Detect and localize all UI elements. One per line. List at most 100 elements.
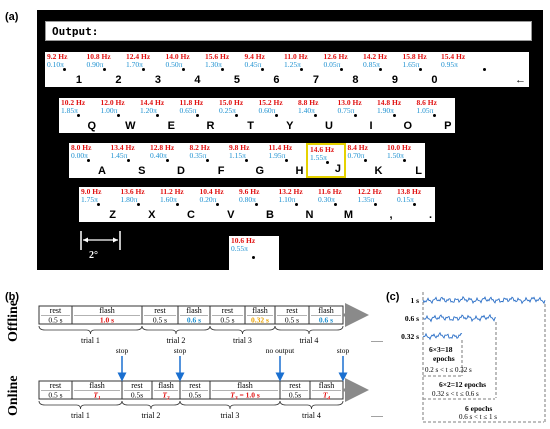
key-phase: 1.85π [61,106,78,115]
panel-label-a: (a) [5,11,19,23]
key-character: 0 [431,74,438,86]
key-phase: 0.05π [323,60,341,69]
flash-label: flash [319,381,335,390]
fixation-dot [235,114,238,117]
key-character: V [227,209,235,221]
rest-label: rest [289,381,301,390]
key-character: L [415,165,422,177]
key-phase: 1.25π [284,60,301,69]
key-phase: 1.30π [205,60,222,69]
key-character: 1 [75,74,82,86]
flash-duration: T1 [93,391,101,402]
key-phase: 1.15π [229,151,246,160]
rest-label: rest [189,381,201,390]
key-character: S [138,165,146,177]
stop-label: stop [337,346,350,355]
fixation-dot [156,114,159,117]
key-character: O [403,120,412,132]
key-phase: 1.90π [377,106,394,115]
key-frequency: 8.0 Hz [71,143,92,152]
key-character: R [206,120,215,132]
fixation-dot [334,203,337,206]
trial-brace [141,325,211,335]
duration-value: 0.32 s [251,316,269,325]
fixation-dot [300,68,303,71]
flash-label: flash [158,381,174,390]
fixation-dot [284,159,288,162]
key-frequency: 14.4 Hz [140,98,165,107]
key-frequency: 13.0 Hz [337,98,362,107]
key-phase: 1.35π [357,195,375,204]
output-label: Output: [52,25,99,38]
trial-brace [279,400,344,410]
key-character: C [187,209,195,221]
key-frequency: 11.4 Hz [268,143,293,152]
fixation-dot [363,159,367,162]
eeg-trace [422,313,497,323]
key-frequency: 12.0 Hz [100,98,125,107]
key-character: F [217,165,225,177]
trial-label: trial 3 [221,411,240,420]
flash-label: flash [318,306,334,315]
key-frequency: 8.4 Hz [347,143,368,152]
fixation-dot [326,161,329,164]
key-character: 4 [194,74,201,86]
key-character: K [374,165,383,177]
key-character: U [325,120,333,132]
stop-label: no output [266,346,295,355]
epoch-group-unit: epochs [433,354,455,363]
key-character: I [369,120,373,132]
key-phase: 1.20π [140,106,157,115]
duration-value: 0.5s [289,391,301,400]
key-phase: 0.65π [179,106,197,115]
fixation-dot [126,159,130,162]
flash-duration: T4 [323,391,331,402]
key-character: Q [87,120,96,132]
key-phase: 1.45π [110,151,128,160]
fixation-dot [87,159,90,162]
fixation-dot [77,114,80,117]
key-frequency: 15.2 Hz [258,98,283,107]
